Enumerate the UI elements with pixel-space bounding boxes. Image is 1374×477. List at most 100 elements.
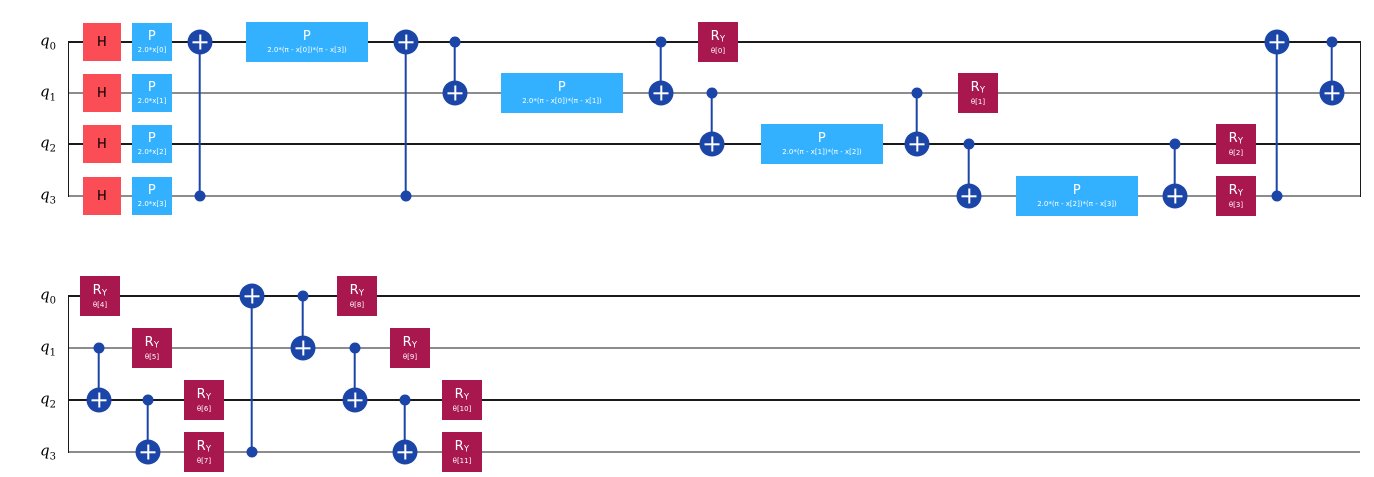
gate-label: RY xyxy=(1228,182,1244,198)
gate-label: H xyxy=(96,34,108,50)
wrap-line-left-row2 xyxy=(68,295,69,453)
cnot-control-dot xyxy=(142,394,154,406)
cnot-connector xyxy=(301,296,304,348)
gate-label: H xyxy=(96,85,108,101)
qubit-label-q0: q0 xyxy=(22,286,56,307)
qubit-label-text: q3 xyxy=(40,441,56,463)
gate-parameter: θ[8] xyxy=(349,300,365,309)
gate-parameter: θ[0] xyxy=(710,46,726,55)
qubit-wire-q0 xyxy=(68,295,1360,297)
gate-parameter: θ[4] xyxy=(92,300,108,309)
gate-ry-q0[interactable]: RY θ[4] xyxy=(80,276,120,316)
qubit-label-text: q0 xyxy=(40,31,56,53)
gate-label: RY xyxy=(454,438,470,454)
cnot-connector xyxy=(967,144,970,196)
cnot-target xyxy=(904,131,930,157)
gate-label: RY xyxy=(349,282,365,298)
qubit-label-q3: q3 xyxy=(22,442,56,463)
gate-parameter: θ[9] xyxy=(402,352,418,361)
qubit-wire-q3 xyxy=(68,195,1360,197)
qubit-label-text: q3 xyxy=(40,185,56,207)
gate-h-q3[interactable]: H xyxy=(83,177,121,215)
qubit-label-q0: q0 xyxy=(22,32,56,53)
qubit-label-q3: q3 xyxy=(22,186,56,207)
qubit-label-text: q1 xyxy=(40,337,56,359)
gate-label: P xyxy=(147,131,157,146)
cnot-connector xyxy=(1173,144,1176,196)
gate-label: H xyxy=(96,188,108,204)
cnot-target xyxy=(239,283,265,309)
gate-h-q2[interactable]: H xyxy=(83,125,121,163)
gate-parameter: 2.0*x[0] xyxy=(137,46,167,54)
gate-parameter: 2.0*(π - x[2])*(π - x[3]) xyxy=(1037,200,1117,208)
cnot-target xyxy=(342,387,368,413)
cnot-control-dot xyxy=(911,87,923,99)
gate-p-q1[interactable]: P 2.0*x[1] xyxy=(132,74,172,112)
cnot-control-dot xyxy=(1326,36,1338,48)
cnot-connector xyxy=(146,400,149,452)
qubit-label-text: q2 xyxy=(40,389,56,411)
qubit-label-text: q0 xyxy=(40,285,56,307)
cnot-connector xyxy=(403,400,406,452)
cnot-target xyxy=(135,439,161,465)
wrap-line-left-row1 xyxy=(68,41,69,197)
gate-label: P xyxy=(147,80,157,95)
cnot-control-dot xyxy=(246,446,258,458)
cnot-target xyxy=(86,387,112,413)
cnot-connector xyxy=(250,296,253,452)
cnot-target xyxy=(1264,29,1290,55)
gate-label: RY xyxy=(196,386,212,402)
gate-ry-q0[interactable]: RY θ[0] xyxy=(698,22,738,62)
cnot-target xyxy=(648,80,674,106)
gate-label: RY xyxy=(970,79,986,95)
cnot-connector xyxy=(198,42,201,196)
gate-parameter: 2.0*x[3] xyxy=(137,200,167,208)
gate-parameter: θ[11] xyxy=(452,456,472,465)
gate-ry-q3[interactable]: RY θ[11] xyxy=(442,432,482,472)
cnot-connector xyxy=(453,42,456,93)
cnot-target xyxy=(956,183,982,209)
cnot-control-dot xyxy=(297,290,309,302)
cnot-control-dot xyxy=(349,342,361,354)
cnot-control-dot xyxy=(706,87,718,99)
cnot-target xyxy=(187,29,213,55)
gate-label: RY xyxy=(710,28,726,44)
gate-h-q1[interactable]: H xyxy=(83,74,121,112)
gate-label: RY xyxy=(92,282,108,298)
cnot-connector xyxy=(1275,42,1278,196)
qubit-label-text: q2 xyxy=(40,133,56,155)
gate-ry-q0[interactable]: RY θ[8] xyxy=(337,276,377,316)
gate-h-q0[interactable]: H xyxy=(83,23,121,61)
cnot-target xyxy=(290,335,316,361)
cnot-control-dot xyxy=(194,190,206,202)
qubit-label-q1: q1 xyxy=(22,338,56,359)
gate-parameter: 2.0*(π - x[0])*(π - x[3]) xyxy=(267,46,347,54)
qubit-label-q1: q1 xyxy=(22,83,56,104)
qubit-wire-q3 xyxy=(68,451,1360,453)
cnot-control-dot xyxy=(400,190,412,202)
gate-parameter: 2.0*x[1] xyxy=(137,97,167,105)
cnot-target xyxy=(392,439,418,465)
gate-parameter: 2.0*(π - x[1])*(π - x[2]) xyxy=(782,148,862,156)
cnot-target xyxy=(393,29,419,55)
gate-label: P xyxy=(557,80,567,95)
qubit-wire-q2 xyxy=(68,399,1360,401)
